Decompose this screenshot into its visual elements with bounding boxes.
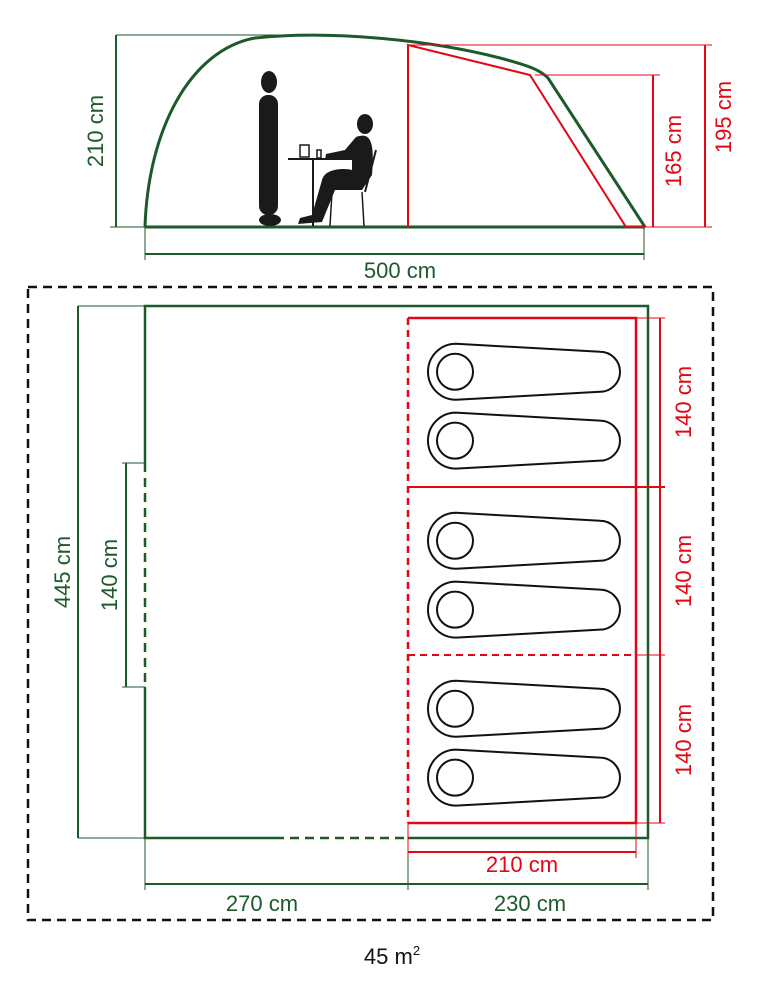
area-label: 45 m2 [364, 943, 420, 969]
sleeping-bag-head-icon [436, 590, 474, 629]
area-unit-superscript: 2 [413, 943, 420, 958]
room-width-label-3: 140 cm [671, 704, 696, 776]
height-label: 210 cm [83, 95, 108, 167]
sleeping-bag-icon [427, 748, 621, 807]
length-label: 500 cm [364, 258, 436, 283]
tent-outer-profile [143, 33, 647, 228]
inner-tent-profile [407, 43, 645, 228]
sleeping-length-label: 230 cm [494, 891, 566, 916]
sleeping-bag-head-icon [436, 689, 474, 728]
door-width-label: 140 cm [97, 539, 122, 611]
tent-outline [143, 304, 650, 840]
area-value: 45 m [364, 944, 413, 969]
sleeping-bag-head-icon [436, 421, 474, 460]
sleeping-bag-head-icon [436, 758, 474, 797]
bedroom-length-label: 210 cm [486, 852, 558, 877]
floor-plan: 445 cm 140 cm 140 cm 140 cm 140 cm 210 c… [26, 285, 715, 922]
sleeping-bag-icon [427, 342, 621, 401]
bedroom-outline [408, 316, 638, 825]
sleeping-bags [427, 342, 621, 807]
footprint-outline [26, 285, 715, 922]
inner-low-height-label: 165 cm [661, 115, 686, 187]
sleeping-bag-icon [427, 411, 621, 470]
sleeping-bag-icon [427, 580, 621, 639]
room-width-label-1: 140 cm [671, 366, 696, 438]
sleeping-bag-icon [427, 511, 621, 570]
side-view: 210 cm 165 cm 195 cm 500 cm [83, 33, 736, 283]
sleeping-bag-head-icon [436, 521, 474, 560]
inner-high-height-label: 195 cm [711, 81, 736, 153]
standing-person-icon [259, 71, 281, 226]
sleeping-bag-icon [427, 679, 621, 738]
seated-person-icon [298, 114, 377, 227]
living-length-label: 270 cm [226, 891, 298, 916]
room-width-label-2: 140 cm [671, 535, 696, 607]
sleeping-bag-head-icon [436, 352, 474, 391]
depth-label: 445 cm [50, 536, 75, 608]
